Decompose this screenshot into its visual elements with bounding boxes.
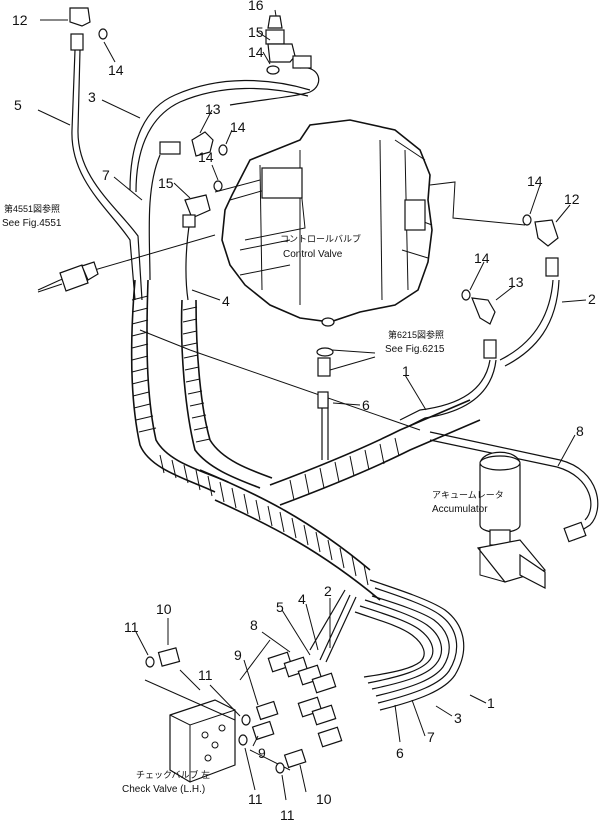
hose-3-upper-inner [135, 87, 309, 193]
check-valve-lines [144, 639, 291, 771]
ref-6215-en: See Fig.6215 [385, 344, 445, 355]
hose-5-inner [77, 49, 143, 301]
sensor-wire [37, 283, 63, 293]
callout-10-bottom: 10 [316, 791, 332, 807]
o-ring-14-right-mid [461, 289, 471, 301]
callout-8-bottom: 8 [250, 617, 258, 633]
hose-2 [499, 279, 554, 361]
bottom-hose-bundle [309, 579, 465, 711]
control-valve-jp: コントロールバルブ [280, 233, 361, 244]
control-valve-en: Control Valve [283, 249, 343, 260]
spiral-wrap-left [130, 279, 273, 493]
callout-8-right: 8 [576, 423, 584, 439]
o-ring-14-top [98, 28, 108, 40]
ref-6215-jp: 第6215図参照 [388, 329, 444, 340]
hose-8-inner [429, 439, 592, 521]
callout-6-bottom: 6 [396, 745, 404, 761]
callout-10-left: 10 [156, 601, 172, 617]
fitting-12-top-left [69, 7, 91, 51]
callout-9-upper: 9 [234, 647, 242, 663]
callout-13-right: 13 [508, 274, 524, 290]
hose-1 [399, 359, 491, 421]
accumulator-jp: アキュームレータ [432, 490, 504, 500]
hose-5 [71, 49, 136, 301]
callout-1-bottom: 1 [487, 695, 495, 711]
callout-6-mid: 6 [362, 397, 370, 413]
callout-14-mid-b: 14 [198, 149, 214, 165]
callout-15-top: 15 [248, 24, 264, 40]
o-ring-14-mid-a [218, 144, 228, 156]
ref-4551-en: See Fig.4551 [2, 218, 62, 229]
callout-16: 16 [248, 0, 264, 13]
hose-1-inner [404, 359, 497, 429]
callout-11-mid: 11 [198, 667, 213, 683]
spiral-wrap-main [199, 399, 481, 601]
hose-4 [185, 219, 191, 301]
callout-4-bottom: 4 [298, 591, 306, 607]
callout-14-mid-a: 14 [230, 119, 246, 135]
hose-7 [148, 154, 161, 281]
fitting-13-right [471, 297, 497, 359]
fitting-12-right [534, 219, 559, 277]
fitting-6215 [316, 347, 334, 409]
fitting-15-top [267, 43, 312, 69]
spiral-rings [131, 295, 400, 586]
callout-2-bottom: 2 [324, 583, 332, 599]
hose-top-right [229, 67, 320, 106]
check-valve-en: Check Valve (L.H.) [122, 784, 205, 795]
leader-lines [37, 9, 587, 801]
accumulator-hose-end [563, 521, 587, 543]
callout-14-upper: 14 [248, 44, 264, 60]
check-valve-lh [169, 699, 236, 783]
callout-4-mid: 4 [222, 293, 230, 309]
callout-7-top: 7 [102, 167, 110, 183]
control-valve [221, 119, 526, 327]
callout-5-bottom: 5 [276, 599, 284, 615]
callout-13-upper: 13 [205, 101, 221, 117]
hose-2-inner [504, 279, 560, 367]
callout-3-bottom: 3 [454, 710, 462, 726]
fitting-16 [265, 15, 285, 45]
check-valve-jp: チェックバルブ 左 [136, 769, 210, 780]
callout-15-left: 15 [158, 175, 174, 191]
o-ring-14-mid-b [213, 180, 223, 192]
callout-5: 5 [14, 97, 22, 113]
fitting-13-upper [159, 131, 214, 157]
callout-14-right-top: 14 [527, 173, 543, 189]
ref-4551-jp: 第4551図参照 [4, 203, 60, 214]
callout-1-mid: 1 [402, 363, 410, 379]
hose-3-upper [129, 79, 311, 191]
callout-7-bottom: 7 [427, 729, 435, 745]
bottom-fittings [145, 647, 343, 774]
callout-14-right-mid: 14 [474, 250, 490, 266]
callout-2-right: 2 [588, 291, 596, 307]
callout-3-top: 3 [88, 89, 96, 105]
text-labels: 第4551図参照 See Fig.4551 コントロールバルブ Control … [2, 203, 504, 795]
callout-12-right: 12 [564, 191, 580, 207]
callout-11-left: 11 [124, 619, 139, 635]
o-ring-14-right-top [522, 214, 532, 226]
callout-11-bottom: 11 [280, 807, 295, 820]
callout-9-lower: 9 [258, 745, 266, 761]
callout-11-lower: 11 [248, 791, 263, 807]
callout-numbers: 12 14 16 15 14 5 3 13 14 14 7 15 4 14 12… [12, 0, 596, 820]
accumulator [476, 451, 547, 589]
o-ring-14-upper [266, 65, 280, 75]
sensor-4551 [59, 261, 99, 292]
callout-14-top: 14 [108, 62, 124, 78]
fitting-15-left [182, 194, 211, 228]
callout-12-top: 12 [12, 12, 28, 28]
accumulator-en: Accumulator [432, 504, 488, 515]
